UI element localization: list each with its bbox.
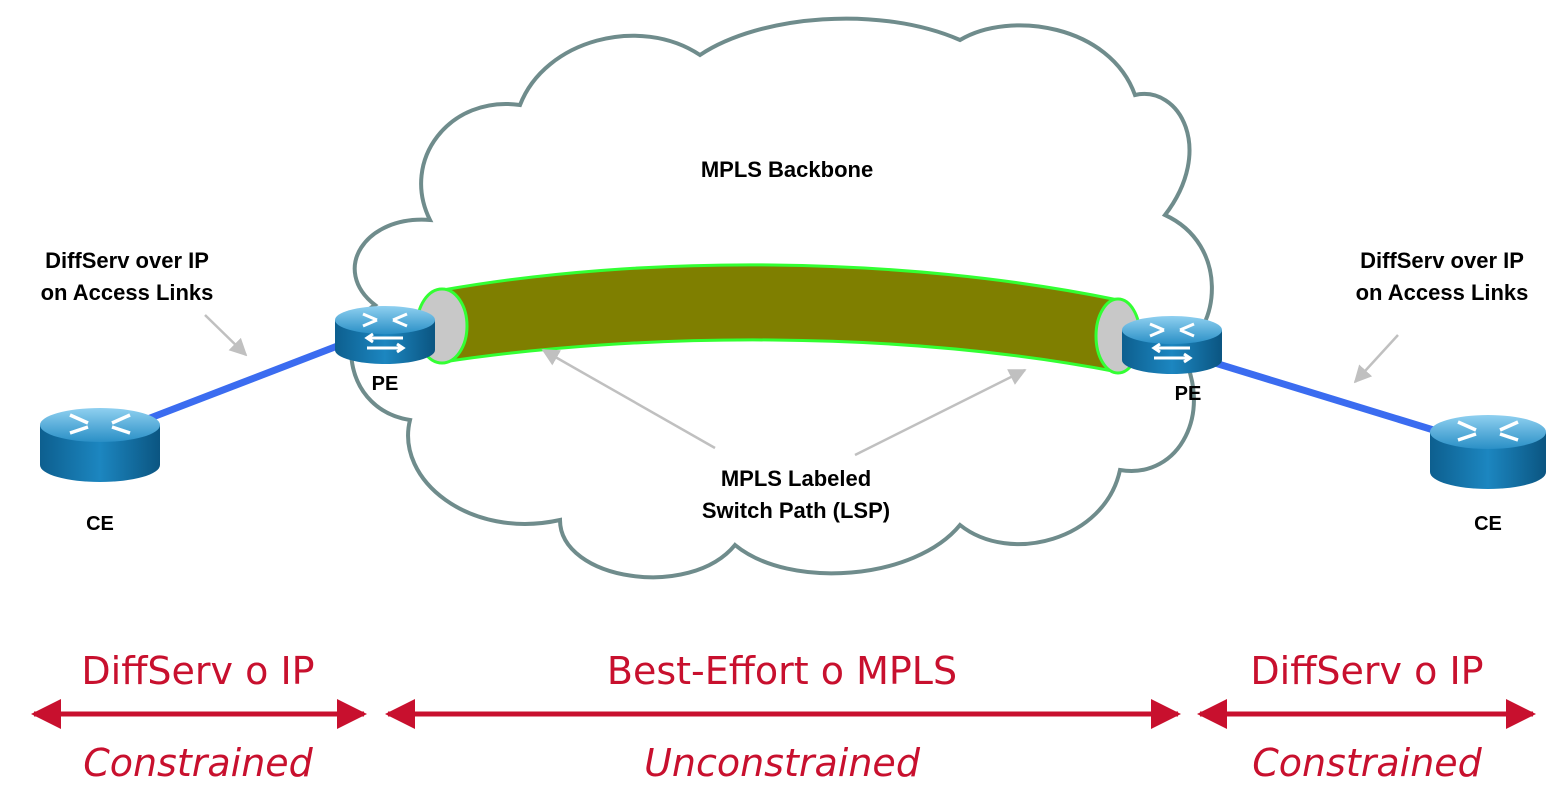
- segment-subtitle-right: Constrained: [1252, 741, 1482, 785]
- lsp-label-line1: MPLS Labeled: [721, 466, 871, 491]
- segment-subtitle-center: Unconstrained: [644, 741, 921, 785]
- lsp-pointer-right: [854, 368, 1027, 457]
- cloud-title: MPLS Backbone: [701, 157, 873, 182]
- segment-title-center: Best-Effort o MPLS: [607, 649, 957, 693]
- left-annotation-arrow: [204, 314, 248, 357]
- left-ce-label: CE: [86, 513, 114, 535]
- router-switch-icon: [1149, 322, 1195, 364]
- lsp-pointer-left: [541, 348, 716, 450]
- right-annotation-line1: DiffServ over IP: [1360, 248, 1524, 273]
- right-ce-label: CE: [1474, 513, 1502, 535]
- segment-title-left: DiffServ o IP: [81, 649, 314, 693]
- right-annotation-arrow: [1353, 334, 1399, 384]
- segment-subtitle-left: Constrained: [83, 741, 313, 785]
- right-access-link: [1213, 359, 1442, 436]
- left-pe-label: PE: [372, 373, 399, 395]
- left-access-link: [143, 341, 342, 424]
- router-icon: [1457, 420, 1519, 442]
- router-switch-icon: [362, 312, 408, 354]
- router-icon: [69, 413, 131, 435]
- left-annotation-line1: DiffServ over IP: [45, 248, 209, 273]
- lsp-label-line2: Switch Path (LSP): [702, 498, 890, 523]
- right-pe-label: PE: [1175, 383, 1202, 405]
- right-ce-router: [1430, 415, 1546, 489]
- segment-title-right: DiffServ o IP: [1250, 649, 1483, 693]
- left-ce-router: [40, 408, 160, 482]
- right-pe-router: [1122, 316, 1222, 374]
- right-annotation-line2: on Access Links: [1356, 280, 1529, 305]
- left-pe-router: [335, 306, 435, 364]
- left-annotation-line2: on Access Links: [41, 280, 214, 305]
